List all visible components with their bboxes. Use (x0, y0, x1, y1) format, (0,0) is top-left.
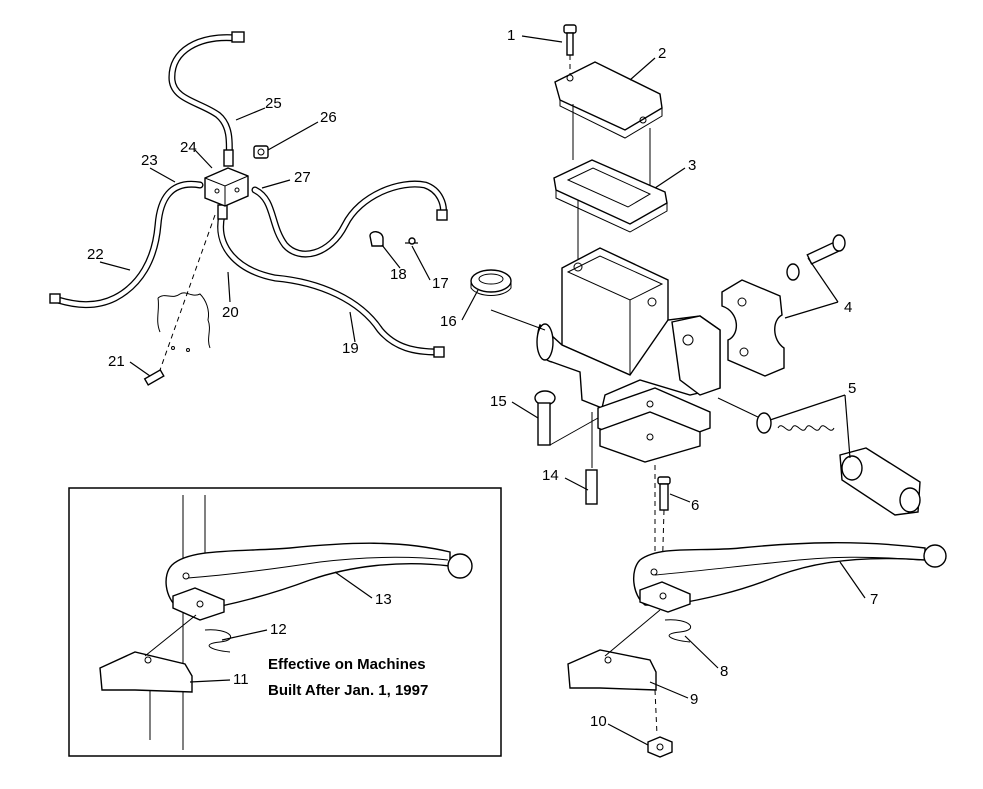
callout-3: 3 (688, 157, 696, 174)
cover-screw (563, 24, 577, 56)
callout-25: 25 (265, 95, 282, 112)
callout-12: 12 (270, 621, 287, 638)
brake-lever-assembly (567, 542, 947, 758)
callout-22: 22 (87, 246, 104, 263)
hose-clip (369, 231, 384, 247)
handlebar-clamp (721, 279, 785, 377)
inset-note-line1: Effective on Machines (268, 656, 426, 673)
lever-bolt (657, 476, 671, 511)
callout-19: 19 (342, 340, 359, 357)
callout-5: 5 (848, 380, 856, 397)
callout-18: 18 (390, 266, 407, 283)
reservoir-cover (554, 61, 663, 139)
junction-block (204, 167, 249, 207)
inset-lever-block (99, 651, 193, 693)
bolt-21 (143, 368, 165, 386)
reservoir-body (536, 247, 721, 463)
callout-23: 23 (141, 152, 158, 169)
mount-screw (585, 412, 598, 505)
callout-20: 20 (222, 304, 239, 321)
callout-17: 17 (432, 275, 449, 292)
callout-8: 8 (720, 663, 728, 680)
callout-1: 1 (507, 27, 515, 44)
inset-note-line2: Built After Jan. 1, 1997 (268, 682, 428, 699)
diaphragm (553, 159, 668, 233)
pivot-screw (534, 390, 599, 446)
seal-ring (470, 269, 512, 296)
callout-7: 7 (870, 591, 878, 608)
callout-16: 16 (440, 313, 457, 330)
callout-13: 13 (375, 591, 392, 608)
callout-14: 14 (542, 467, 559, 484)
callout-27: 27 (294, 169, 311, 186)
callout-15: 15 (490, 393, 507, 410)
fitting-26 (253, 145, 269, 159)
lock-nut (647, 736, 673, 758)
callout-6: 6 (691, 497, 699, 514)
callout-4: 4 (844, 299, 852, 316)
small-bolt (405, 237, 418, 245)
inset-panel: Effective on Machines Built After Jan. 1… (68, 487, 502, 757)
piston-kit (717, 397, 921, 516)
callout-24: 24 (180, 139, 197, 156)
callout-21: 21 (108, 353, 125, 370)
callout-labels: 1 2 3 4 5 6 7 8 9 10 11 12 13 14 15 16 1… (87, 27, 878, 730)
callout-9: 9 (690, 691, 698, 708)
clamp-bolt (786, 234, 846, 281)
callout-26: 26 (320, 109, 337, 126)
leader-lines (99, 35, 866, 746)
lever-block (567, 649, 657, 691)
brake-line-assembly (49, 31, 448, 386)
callout-2: 2 (658, 45, 666, 62)
callout-11: 11 (233, 671, 249, 688)
callout-10: 10 (590, 713, 607, 730)
master-cylinder-assembly (470, 24, 921, 581)
